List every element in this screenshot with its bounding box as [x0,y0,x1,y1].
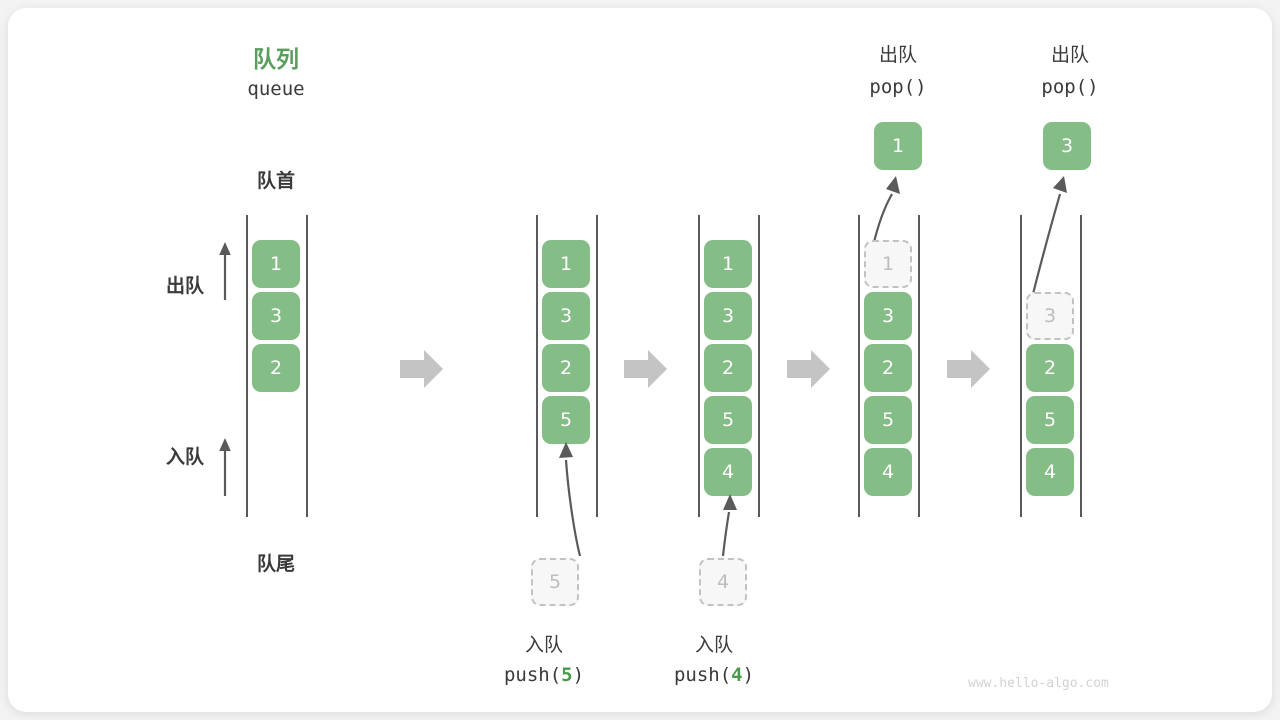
pop-motion-arrow-icon [1024,174,1076,300]
stage-push-5: 1 3 2 5 [536,215,598,517]
page-title-en: queue [247,78,305,100]
incoming-element-ghost: 5 [531,558,579,606]
pop-3-op-code: pop() [1041,76,1099,98]
queue-rail-right [918,215,920,517]
queue-card-new: 4 [704,448,752,496]
stage-pop-3: 3 2 5 4 [1020,215,1082,517]
dequeue-direction-arrow-icon [213,240,237,302]
queue-card: 3 [864,292,912,340]
queue-rail-right [306,215,308,517]
push-4-suffix: ) [742,664,755,686]
queue-rail-left [536,215,538,517]
push-5-value: 5 [561,664,573,686]
queue-card: 2 [704,344,752,392]
enqueue-direction-arrow-icon [213,436,237,498]
queue-card-removed: 1 [864,240,912,288]
diagram-board: 队列 queue 队首 队尾 出队 入队 1 3 2 1 3 2 [8,8,1272,712]
queue-card: 4 [1026,448,1074,496]
queue-card-removed: 3 [1026,292,1074,340]
flow-arrow-icon [400,348,444,390]
queue-card: 3 [704,292,752,340]
push-5-suffix: ) [572,664,585,686]
push-4-value: 4 [731,664,743,686]
pop-3-op-cn: 出队 [1050,44,1089,66]
stage-initial: 1 3 2 [246,215,308,517]
queue-card: 5 [864,396,912,444]
queue-rear-label: 队尾 [256,553,295,575]
queue-rail-right [596,215,598,517]
queue-card: 2 [252,344,300,392]
flow-arrow-icon [947,348,991,390]
push-5-op-code: push(5) [474,664,614,686]
queue-rail-left [858,215,860,517]
flow-arrow-icon [624,348,668,390]
queue-rail-left [698,215,700,517]
push-4-op-cn: 入队 [694,634,733,656]
push-motion-arrow-icon [711,492,747,558]
push-5-op-cn: 入队 [524,634,563,656]
queue-card: 4 [864,448,912,496]
push-4-op-code: push(4) [644,664,784,686]
queue-rail-right [758,215,760,517]
popped-element: 3 [1043,122,1091,170]
queue-card-new: 5 [542,396,590,444]
popped-element: 1 [874,122,922,170]
queue-card: 5 [1026,396,1074,444]
queue-card: 1 [252,240,300,288]
stage-push-4: 1 3 2 5 4 [698,215,760,517]
push-motion-arrow-icon [548,440,588,558]
watermark: www.hello-algo.com [968,676,1109,691]
flow-arrow-icon [787,348,831,390]
queue-card: 1 [704,240,752,288]
queue-card: 3 [252,292,300,340]
page-title-cn: 队列 [253,47,299,73]
queue-card: 2 [1026,344,1074,392]
push-5-prefix: push( [503,664,562,686]
queue-card: 1 [542,240,590,288]
queue-front-label: 队首 [256,170,295,192]
pop-1-op-cn: 出队 [878,44,917,66]
push-4-prefix: push( [673,664,732,686]
pop-1-op-code: pop() [869,76,927,98]
dequeue-direction-label: 出队 [165,275,204,297]
queue-rail-right [1080,215,1082,517]
queue-card: 5 [704,396,752,444]
queue-card: 3 [542,292,590,340]
queue-card: 2 [864,344,912,392]
queue-rail-left [1020,215,1022,517]
incoming-element-ghost: 4 [699,558,747,606]
queue-card: 2 [542,344,590,392]
queue-rail-left [246,215,248,517]
pop-motion-arrow-icon [864,174,910,244]
enqueue-direction-label: 入队 [165,446,204,468]
stage-pop-1: 1 3 2 5 4 [858,215,920,517]
